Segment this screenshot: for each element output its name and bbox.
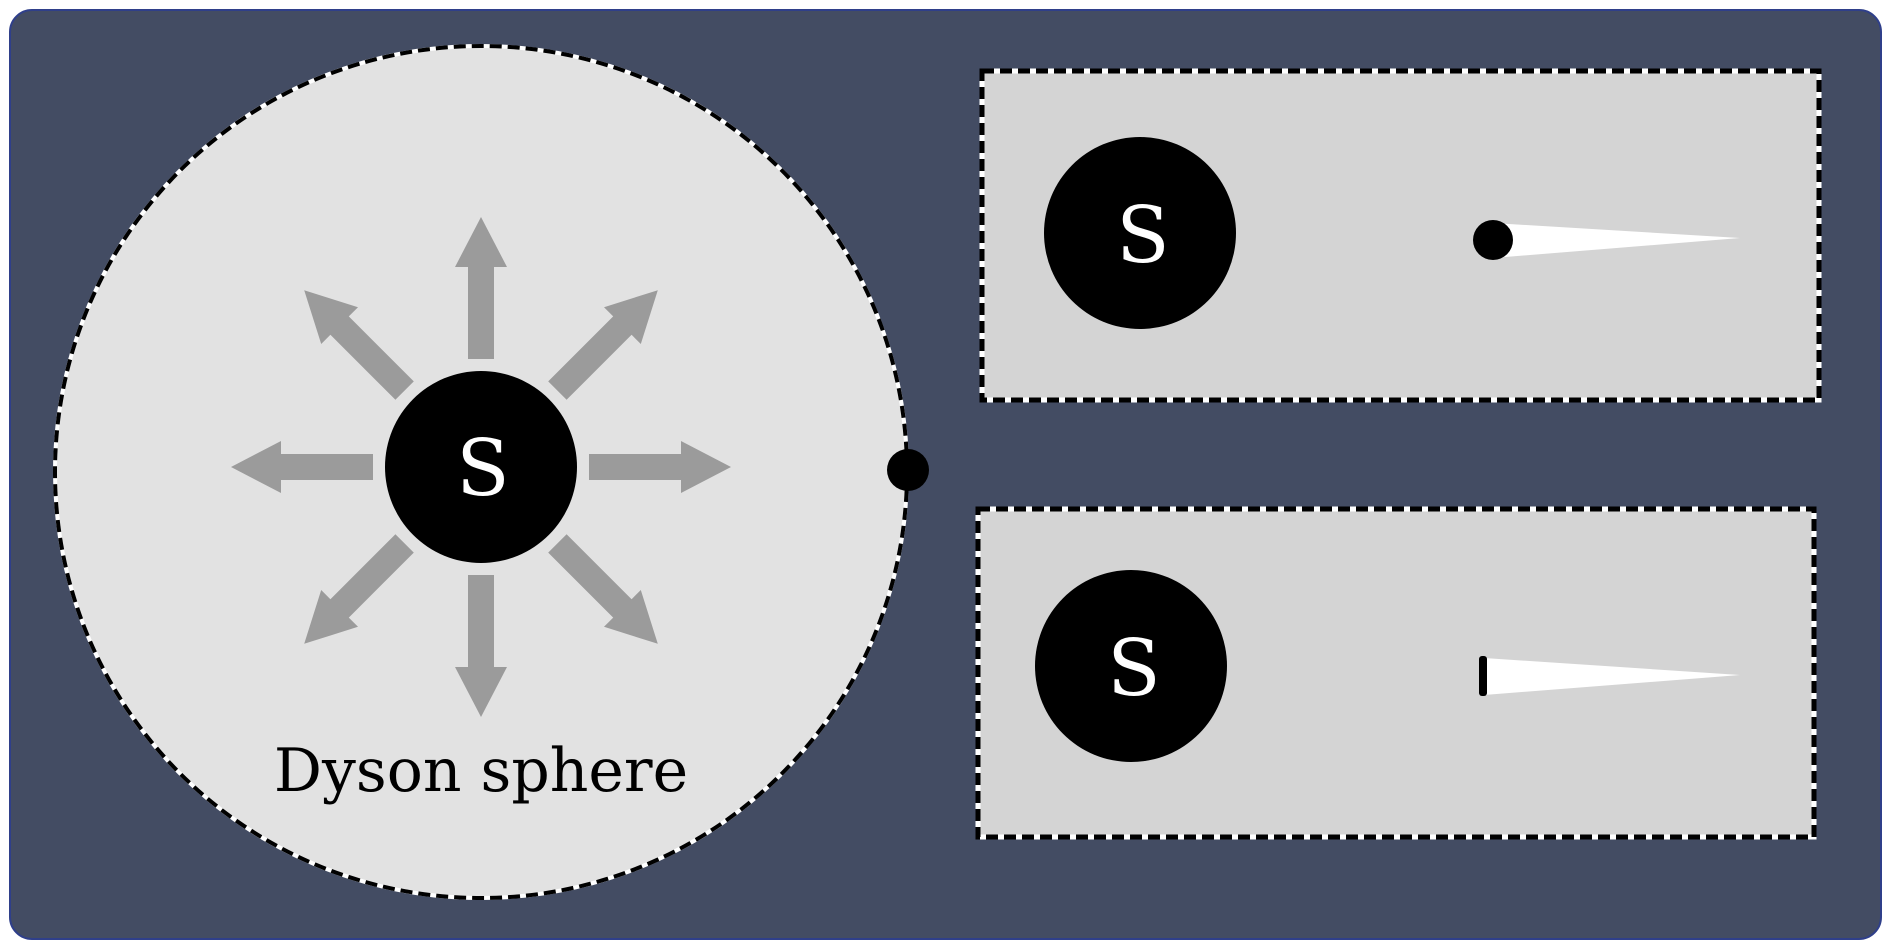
panel-top-star-label: S [1116,191,1169,281]
panel-bottom-dash-dark [975,506,1817,840]
radiation-arrow-south-west [304,534,414,644]
shell-body-dot [887,449,929,491]
radiation-arrow-south [455,575,507,717]
panel-top-dot [1473,220,1513,260]
panel-bottom-bar [1479,656,1487,696]
dyson-sphere-group: S Dyson sphere [53,44,929,900]
radiation-arrow-north-east [548,290,658,400]
panel-bottom: S [975,506,1817,840]
panel-bottom-star [1035,570,1227,762]
panel-top-star [1044,137,1236,329]
radiation-arrow-west [231,441,373,493]
radiation-arrow-south-east [548,534,658,644]
radiation-arrow-north [455,217,507,359]
radiation-arrow-north-west [304,290,414,400]
radiation-arrows [231,217,731,717]
panel-top-dash-dark [979,68,1822,403]
panel-top: S [979,68,1822,403]
panel-bottom-beam [1484,658,1740,695]
central-star-label: S [456,424,509,514]
central-star [385,371,577,563]
panel-bottom-star-label: S [1107,624,1160,714]
dyson-sphere-caption: Dyson sphere [274,736,688,806]
radiation-arrow-east [589,441,731,493]
panel-top-beam [1493,223,1740,258]
